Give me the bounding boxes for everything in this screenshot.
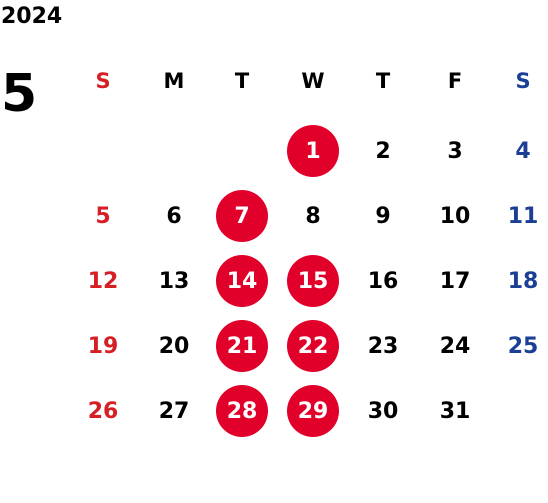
day-cell[interactable]: 25: [507, 333, 539, 359]
month-label: 5: [1, 64, 38, 124]
day-cell[interactable]: 30: [367, 398, 399, 424]
weekday-label: F: [447, 69, 463, 93]
weekday-label: T: [234, 69, 250, 93]
day-cell[interactable]: 18: [507, 268, 539, 294]
day-cell-highlighted[interactable]: 7: [216, 190, 268, 242]
day-cell[interactable]: 10: [439, 203, 471, 229]
day-cell[interactable]: 13: [158, 268, 190, 294]
day-cell[interactable]: 8: [305, 203, 321, 229]
day-cell-highlighted[interactable]: 21: [216, 320, 268, 372]
day-cell[interactable]: 23: [367, 333, 399, 359]
day-cell[interactable]: 2: [375, 138, 391, 164]
day-cell[interactable]: 11: [507, 203, 539, 229]
day-cell[interactable]: 24: [439, 333, 471, 359]
day-cell[interactable]: 9: [375, 203, 391, 229]
day-cell[interactable]: 4: [515, 138, 531, 164]
weekday-label: S: [515, 69, 531, 93]
day-cell[interactable]: 12: [87, 268, 119, 294]
day-cell[interactable]: 31: [439, 398, 471, 424]
day-cell-highlighted[interactable]: 14: [216, 255, 268, 307]
year-label: 2024: [1, 4, 63, 29]
weekday-label: S: [95, 69, 111, 93]
day-cell-highlighted[interactable]: 28: [216, 385, 268, 437]
day-cell[interactable]: 19: [87, 333, 119, 359]
day-cell[interactable]: 6: [166, 203, 182, 229]
day-cell[interactable]: 17: [439, 268, 471, 294]
day-cell-highlighted[interactable]: 15: [287, 255, 339, 307]
day-cell[interactable]: 16: [367, 268, 399, 294]
day-cell[interactable]: 26: [87, 398, 119, 424]
day-cell-highlighted[interactable]: 22: [287, 320, 339, 372]
day-cell[interactable]: 5: [95, 203, 111, 229]
day-cell[interactable]: 27: [158, 398, 190, 424]
weekday-label: M: [163, 69, 185, 93]
day-cell[interactable]: 3: [447, 138, 463, 164]
weekday-label: T: [375, 69, 391, 93]
weekday-label: W: [301, 69, 325, 93]
day-cell-highlighted[interactable]: 1: [287, 125, 339, 177]
day-cell-highlighted[interactable]: 29: [287, 385, 339, 437]
day-cell[interactable]: 20: [158, 333, 190, 359]
